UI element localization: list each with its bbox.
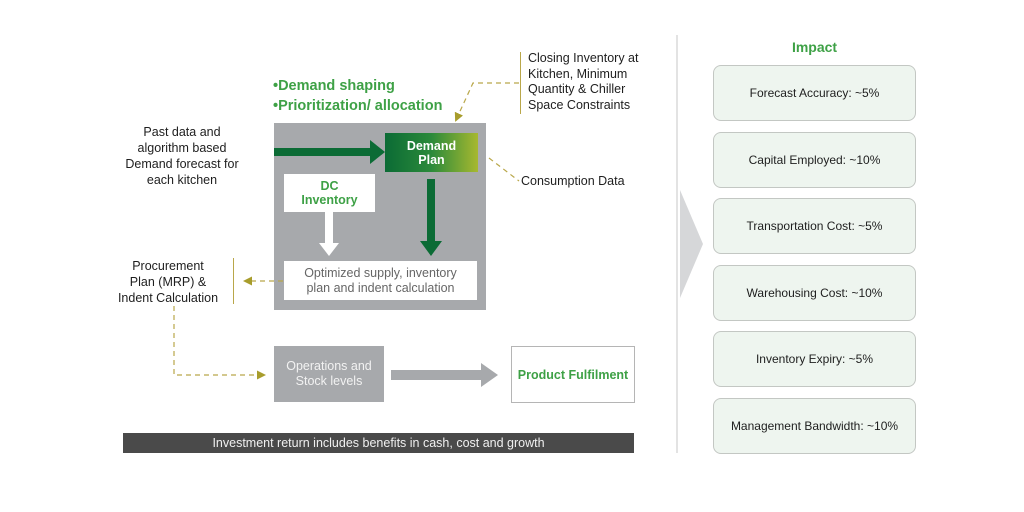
impact-item-label: Warehousing Cost: ~10% xyxy=(746,285,883,300)
procurement-bracket xyxy=(233,258,234,304)
forecast-to-demand-arrow xyxy=(274,140,385,164)
dc-inventory-line-2: Inventory xyxy=(301,193,358,207)
bullet-item: Prioritization/ allocation xyxy=(273,96,442,116)
impact-item: Management Bandwidth: ~10% xyxy=(713,397,916,454)
impact-item: Transportation Cost: ~5% xyxy=(713,198,916,254)
impact-item: Forecast Accuracy: ~5% xyxy=(713,65,916,121)
operations-line-2: Stock levels xyxy=(295,374,363,388)
impact-title: Impact xyxy=(791,39,838,55)
constraints-label: Closing Inventory at Kitchen, Minimum Qu… xyxy=(528,51,668,113)
bullet-item: Demand shaping xyxy=(273,76,442,96)
past-data-label: Past data and algorithm based Demand for… xyxy=(110,124,254,188)
impact-item-label: Management Bandwidth: ~10% xyxy=(730,418,899,433)
impact-item: Inventory Expiry: ~5% xyxy=(713,331,916,387)
chevron-right-icon xyxy=(680,190,703,298)
constraints-line: Kitchen, Minimum xyxy=(528,66,628,81)
dc-inventory-line-1: DC xyxy=(320,179,339,193)
operations-line-1: Operations and xyxy=(286,359,372,373)
procurement-line: Procurement xyxy=(132,259,204,273)
past-data-line: each kitchen xyxy=(146,173,218,187)
impact-item-label: Transportation Cost: ~5% xyxy=(746,219,883,233)
impact-item: Warehousing Cost: ~10% xyxy=(713,264,916,321)
optimized-line-1: Optimized supply, inventory xyxy=(304,265,457,280)
past-data-line: Past data and xyxy=(143,125,221,139)
procurement-to-operations-connector xyxy=(173,306,266,380)
constraints-line: Space Constraints xyxy=(528,97,631,112)
demand-plan-line-2: Plan xyxy=(418,152,445,167)
constraints-line: Closing Inventory at xyxy=(528,51,639,65)
constraints-bracket xyxy=(520,52,521,114)
impact-item-label: Inventory Expiry: ~5% xyxy=(755,352,874,366)
demand-plan-line-1: Demand xyxy=(406,138,457,153)
procurement-line: Plan (MRP) & xyxy=(129,275,207,289)
product-fulfilment-node: Product Fulfilment xyxy=(511,346,635,403)
constraints-connector xyxy=(454,82,519,122)
consumption-data-label: Consumption Data xyxy=(521,174,625,188)
impact-item-label: Capital Employed: ~10% xyxy=(748,152,881,167)
constraints-line: Quantity & Chiller xyxy=(528,82,626,96)
consumption-connector xyxy=(488,157,520,182)
impact-item: Capital Employed: ~10% xyxy=(713,131,916,188)
past-data-line: algorithm based xyxy=(137,141,227,155)
investment-banner: Investment return includes benefits in c… xyxy=(123,433,634,453)
demand-to-optimized-arrow xyxy=(420,179,442,256)
dc-to-optimized-arrow xyxy=(319,212,339,256)
procurement-plan-label: Procurement Plan (MRP) & Indent Calculat… xyxy=(108,258,228,306)
procurement-line: Indent Calculation xyxy=(117,291,219,305)
optimized-line-2: plan and indent calculation xyxy=(306,280,455,295)
section-divider xyxy=(676,35,678,453)
strategy-bullets: Demand shaping Prioritization/ allocatio… xyxy=(273,76,442,116)
past-data-line: Demand forecast for xyxy=(125,157,239,171)
impact-item-label: Forecast Accuracy: ~5% xyxy=(749,86,880,100)
operations-to-fulfilment-arrow xyxy=(391,363,498,387)
